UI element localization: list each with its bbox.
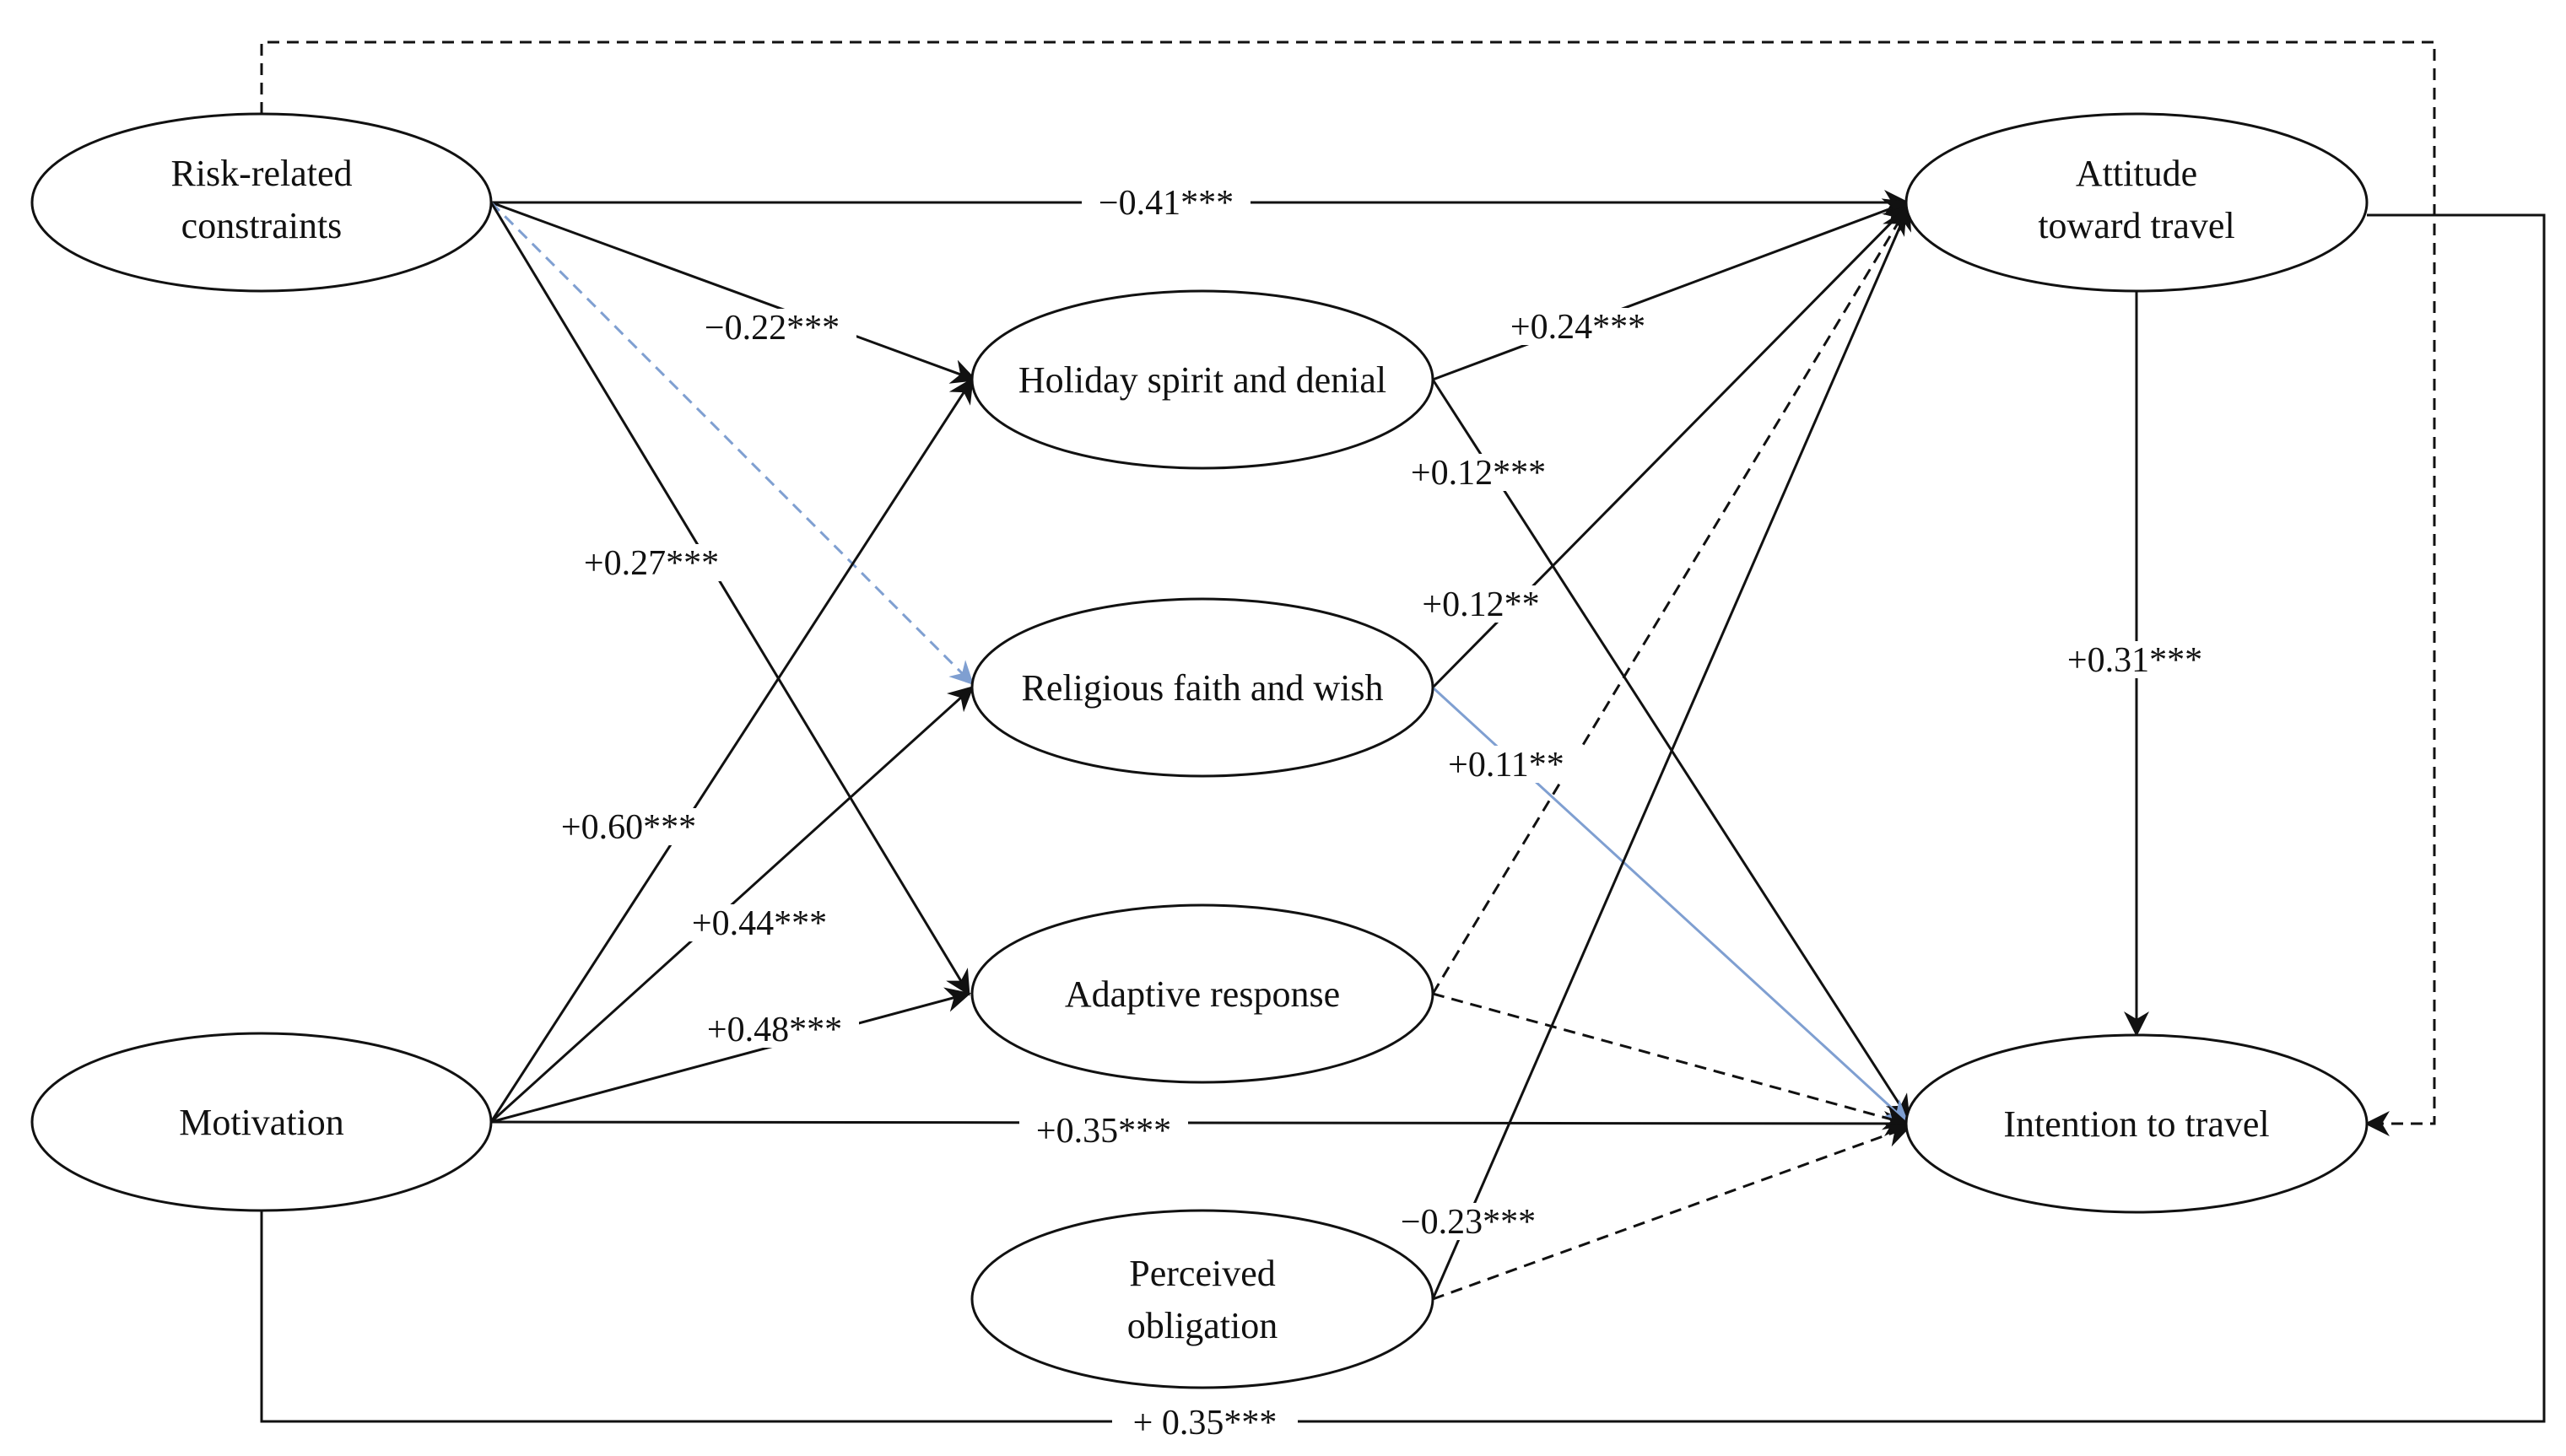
coef-holiday-attitude: +0.24*** xyxy=(1494,308,1662,347)
path-risk-intention xyxy=(260,40,2436,1136)
path-adaptive-attitude xyxy=(1431,208,1907,995)
path-motivation-intention xyxy=(490,1110,1910,1136)
path-risk-holiday xyxy=(490,201,977,384)
node-risk-related-constraints: Risk-related constraints xyxy=(30,112,493,293)
coef-holiday-intention: +0.12*** xyxy=(1394,454,1563,493)
coef-obligation-attitude: −0.23*** xyxy=(1384,1203,1553,1242)
coef-risk-holiday: −0.22*** xyxy=(688,309,856,348)
node-attitude-line-2: toward travel xyxy=(2038,205,2234,246)
node-motivation: Motivation xyxy=(30,1032,493,1212)
node-holiday-label: Holiday spirit and denial xyxy=(1018,359,1386,401)
coef-motivation-holiday-text: +0.60*** xyxy=(561,808,696,847)
coef-motivation-intention: +0.35*** xyxy=(1019,1112,1188,1151)
node-adaptive-label: Adaptive response xyxy=(1065,973,1340,1015)
path-adaptive-intention xyxy=(1432,992,1910,1130)
coef-obligation-attitude-text: −0.23*** xyxy=(1401,1203,1536,1242)
node-risk-line-2: constraints xyxy=(181,205,343,246)
path-motivation-attitude xyxy=(260,213,2546,1423)
path-holiday-intention xyxy=(1431,379,1910,1121)
node-intention-to-travel: Intention to travel xyxy=(1904,1033,2369,1214)
node-attitude-line-1: Attitude xyxy=(2076,153,2197,194)
coef-risk-adaptive: +0.27*** xyxy=(567,544,736,583)
path-holiday-attitude xyxy=(1432,198,1910,381)
coefficients: −0.41*** −0.22*** +0.27*** +0.60*** +0.4… xyxy=(544,184,2219,1443)
coef-risk-holiday-text: −0.22*** xyxy=(705,309,840,348)
coef-attitude-intention: +0.31*** xyxy=(2050,641,2219,680)
path-obligation-intention xyxy=(1432,1123,1911,1301)
node-adaptive-response: Adaptive response xyxy=(970,903,1434,1084)
coef-religious-attitude-text: +0.12** xyxy=(1422,585,1539,624)
coef-motivation-adaptive-text: +0.48*** xyxy=(707,1011,842,1049)
coef-holiday-intention-text: +0.12*** xyxy=(1411,454,1546,493)
node-risk-line-1: Risk-related xyxy=(170,153,352,194)
coef-motivation-holiday: +0.60*** xyxy=(544,808,713,847)
coef-motivation-attitude: + 0.35*** xyxy=(1112,1404,1298,1443)
node-obligation-line-2: obligation xyxy=(1127,1305,1278,1346)
node-religious-faith-and-wish: Religious faith and wish xyxy=(970,597,1434,778)
nodes: Risk-related constraints Motivation Holi… xyxy=(30,112,2369,1389)
coef-motivation-religious: +0.44*** xyxy=(675,904,844,943)
node-obligation-line-1: Perceived xyxy=(1129,1253,1275,1294)
coef-holiday-attitude-text: +0.24*** xyxy=(1510,308,1645,347)
coef-risk-attitude-text: −0.41*** xyxy=(1099,184,1234,223)
node-perceived-obligation: Perceived obligation xyxy=(970,1209,1434,1389)
coef-motivation-religious-text: +0.44*** xyxy=(692,904,827,943)
path-motivation-adaptive xyxy=(490,987,971,1124)
coef-risk-attitude: −0.41*** xyxy=(1082,184,1251,223)
coef-religious-attitude: +0.12** xyxy=(1405,585,1557,624)
coef-motivation-attitude-text: + 0.35*** xyxy=(1133,1404,1278,1443)
coef-motivation-intention-text: +0.35*** xyxy=(1036,1112,1171,1151)
path-risk-adaptive xyxy=(489,202,970,996)
node-motivation-label: Motivation xyxy=(179,1102,344,1143)
path-risk-religious xyxy=(489,201,974,685)
coef-motivation-adaptive: +0.48*** xyxy=(690,1011,859,1049)
coef-religious-intention-text: +0.11** xyxy=(1448,746,1564,785)
coef-attitude-intention-text: +0.31*** xyxy=(2067,641,2202,680)
coef-religious-intention: +0.11** xyxy=(1430,746,1582,785)
node-intention-label: Intention to travel xyxy=(2003,1103,2269,1145)
path-motivation-holiday xyxy=(489,377,974,1123)
coef-risk-adaptive-text: +0.27*** xyxy=(584,544,719,583)
path-obligation-attitude xyxy=(1431,204,1911,1300)
node-religious-label: Religious faith and wish xyxy=(1022,667,1384,709)
node-holiday-spirit-and-denial: Holiday spirit and denial xyxy=(970,289,1434,470)
node-attitude-toward-travel: Attitude toward travel xyxy=(1904,112,2369,293)
